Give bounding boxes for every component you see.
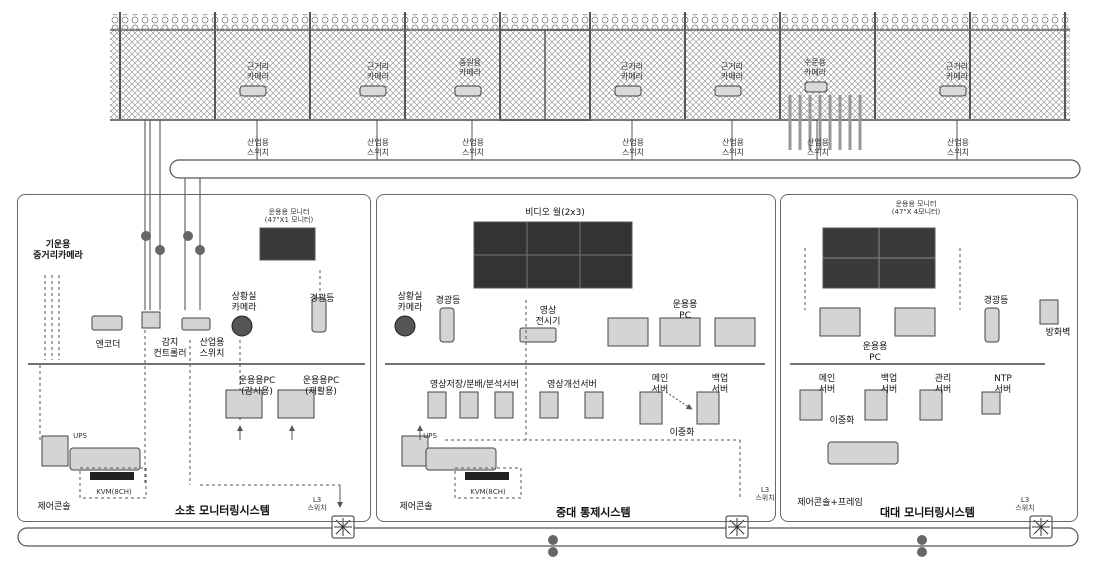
servers-group-2-label: 영상개선서버 — [547, 380, 597, 390]
far-camera-label: 기운용 중거리카메라 — [33, 240, 83, 261]
right-l3-switch-label: L3 스위치 — [1015, 496, 1035, 512]
monitor-label: 운용용 모니터 (47"X1 모니터) — [264, 208, 314, 224]
fence-camera-2-label: 근거리 카메라 — [366, 62, 390, 81]
console-label: 제어콘솔 — [37, 502, 71, 512]
panel-platoon-title: 소초 모니터링시스템 — [175, 504, 270, 517]
sensor-controller-label: 감지 컨트롤러 — [153, 338, 187, 359]
firewall-label: 방화벽 — [1045, 328, 1071, 338]
mid-backup-server-label: 백업 서버 — [711, 374, 729, 395]
fence-switch-2-label: 산업용 스위치 — [366, 138, 390, 157]
mid-main-server-label: 메인 서버 — [651, 374, 669, 395]
warning-light-label: 경광등 — [309, 294, 335, 304]
ops-pc-1-label: 운용용PC (감시용) — [238, 376, 276, 397]
fence-camera-7-label: 근거리 카메라 — [945, 62, 969, 81]
mid-l3-switch-label: L3 스위치 — [755, 486, 775, 502]
mid-situation-camera-label: 상황실 카메라 — [397, 292, 423, 313]
fence-switch-6-label: 산업용 스위치 — [806, 138, 830, 157]
fence-camera-5-label: 근거리 카메라 — [720, 62, 744, 81]
fence-camera-3-label: 중원용 카메라 — [458, 58, 482, 77]
kvm-label: KVM(8CH) — [96, 488, 132, 496]
ups-label: UPS — [73, 432, 87, 440]
panel-company — [376, 194, 776, 522]
right-redundancy-label: 이중화 — [829, 416, 855, 426]
mid-ops-pc-label: 운용용 PC — [672, 300, 698, 321]
video-display-label: 영상 전시기 — [535, 306, 561, 327]
fence-switch-1-label: 산업용 스위치 — [246, 138, 270, 157]
servers-group-1-label: 영상저장/분배/분석서버 — [430, 380, 519, 390]
right-main-server-label: 메인 서버 — [818, 374, 836, 395]
video-wall-label: 비디오 월(2x3) — [525, 208, 585, 218]
panel-battalion — [780, 194, 1078, 522]
fence-switch-3-label: 산업용 스위치 — [461, 138, 485, 157]
situation-camera-label: 상황실 카메라 — [231, 292, 257, 313]
fence-camera-1-label: 근거리 카메라 — [246, 62, 270, 81]
right-mgmt-server-label: 관리 서버 — [934, 374, 952, 395]
industrial-switch-label: 산업용 스위치 — [199, 338, 225, 359]
ops-pc-2-label: 운용용PC (재활용) — [302, 376, 340, 397]
fence-switch-5-label: 산업용 스위치 — [721, 138, 745, 157]
fence — [110, 12, 1070, 150]
mid-kvm-label: KVM(8CH) — [470, 488, 506, 496]
mid-console-label: 제어콘솔 — [399, 502, 433, 512]
right-ops-pc-label: 운용용 PC — [862, 342, 888, 363]
right-ntp-server-label: NTP 서버 — [994, 374, 1012, 395]
right-warning-light-label: 경광등 — [983, 296, 1009, 306]
fence-camera-6-label: 수문용 카메라 — [803, 58, 827, 77]
panel-battalion-title: 대대 모니터링시스템 — [880, 506, 975, 519]
fence-camera-4-label: 근거리 카메라 — [620, 62, 644, 81]
right-console-label: 제어콘솔+프레임 — [797, 498, 863, 508]
panel-company-title: 중대 통제시스템 — [556, 506, 631, 519]
mid-ups-label: UPS — [423, 432, 437, 440]
panel-platoon — [17, 194, 371, 522]
right-backup-server-label: 백업 서버 — [880, 374, 898, 395]
l3-switch-label: L3 스위치 — [307, 496, 327, 512]
mid-warning-light-label: 경광등 — [435, 296, 461, 306]
mid-redundancy-label: 이중화 — [669, 428, 695, 438]
fence-switch-7-label: 산업용 스위치 — [946, 138, 970, 157]
right-monitor-label: 운용용 모니터 (47"X 4모니터) — [891, 200, 941, 216]
encoder-label: 엔코더 — [95, 340, 121, 350]
fence-switch-4-label: 산업용 스위치 — [621, 138, 645, 157]
